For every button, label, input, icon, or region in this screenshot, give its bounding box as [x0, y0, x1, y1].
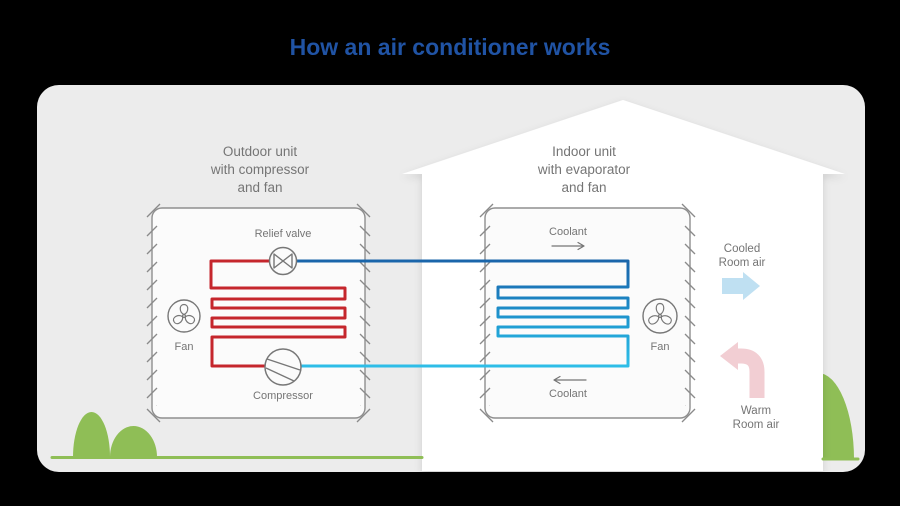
coolant-flow-top: Coolant: [549, 226, 587, 251]
coolant-flow-right-icon: [551, 241, 585, 251]
indoor-hatch-right: [684, 222, 696, 406]
fan-icon: [642, 298, 678, 334]
warm-room-air: Warm Room air: [720, 342, 779, 431]
compressor: Compressor: [253, 348, 313, 402]
warm-air-label-line1: Warm: [741, 405, 771, 417]
outdoor-fan-label: Fan: [175, 341, 194, 353]
outdoor-fan: Fan: [167, 299, 201, 353]
cooled-air-label-line1: Cooled: [724, 243, 760, 255]
relief-valve-label: Relief valve: [255, 228, 312, 240]
outdoor-hatch-left: [146, 222, 158, 406]
outdoor-unit-heading-line2: with compressor: [210, 162, 310, 177]
page-title: How an air conditioner works: [290, 34, 611, 60]
coolant-top-label: Coolant: [549, 226, 587, 238]
greenery-left: [50, 412, 424, 459]
cooled-air-arrow-icon: [722, 272, 760, 300]
indoor-hatch-left: [479, 222, 491, 406]
warm-air-arrow-icon: [720, 342, 765, 398]
warm-air-label-line2: Room air: [733, 419, 780, 431]
indoor-corner-ticks: [479, 203, 696, 423]
indoor-fan: Fan: [642, 298, 678, 353]
coolant-flow-bottom: Coolant: [549, 375, 587, 400]
coolant-pipe-indoor-circuit: [297, 259, 630, 368]
cooled-air-label-line2: Room air: [719, 257, 766, 269]
outdoor-unit-heading-line1: Outdoor unit: [223, 144, 298, 159]
outdoor-unit-heading-line3: and fan: [237, 180, 282, 195]
indoor-unit-heading-line2: with evaporator: [537, 162, 631, 177]
outdoor-corner-ticks: [146, 203, 371, 423]
condenser-coil-outdoor: [209, 259, 347, 368]
indoor-unit-heading-line1: Indoor unit: [552, 144, 616, 159]
outdoor-hatch-right: [359, 222, 371, 406]
bush-left-small-icon: [110, 425, 157, 457]
relief-valve-bowtie-icon: [273, 253, 293, 269]
coolant-bottom-label: Coolant: [549, 388, 587, 400]
cooled-room-air: Cooled Room air: [719, 243, 766, 300]
bush-left-large-icon: [73, 412, 110, 457]
compressor-icon: [264, 348, 302, 386]
indoor-unit-heading-line3: and fan: [561, 180, 606, 195]
relief-valve: Relief valve: [255, 228, 312, 276]
indoor-fan-label: Fan: [651, 341, 670, 353]
compressor-label: Compressor: [253, 390, 313, 402]
coolant-flow-left-icon: [553, 375, 587, 385]
